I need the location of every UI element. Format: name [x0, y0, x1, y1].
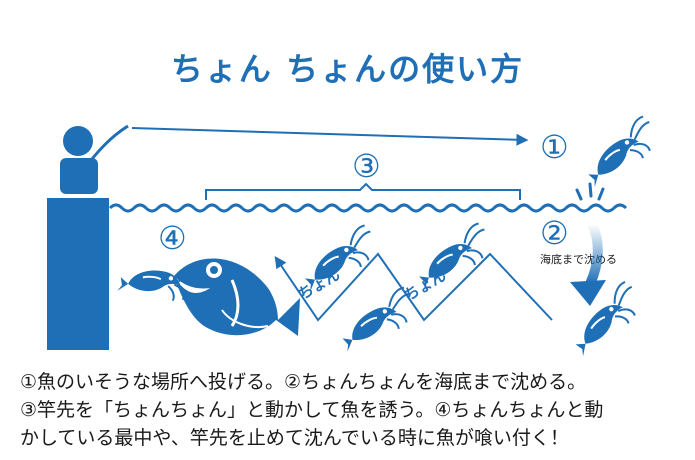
water-surface [108, 203, 628, 213]
angler-head [63, 126, 93, 156]
step-3-label: ③ [352, 147, 381, 185]
cast-arrow [131, 127, 529, 146]
description-line-1: ①魚のいそうな場所へ投げる。②ちょんちょんを海底まで沈める。 [20, 371, 587, 393]
angler-icon [47, 124, 129, 350]
angler-body [60, 158, 98, 194]
fishing-rod [80, 124, 129, 173]
splash-icon [575, 182, 605, 201]
step-2-label: ② [540, 214, 569, 252]
shrimp-lure-icon [562, 279, 650, 361]
description-line-3: かしている最中や、竿先を止めて沈んでいる時に魚が喰い付く！ [20, 427, 569, 449]
step-1-label: ① [540, 128, 569, 166]
step-4-label: ④ [158, 219, 187, 257]
sink-arrow-head [570, 280, 606, 306]
shrimp-lure-icon [576, 113, 666, 192]
fish-icon [174, 258, 300, 336]
description-line-2: ③竿先を「ちょんちょん」と動かして魚を誘う。④ちょんちょんと動 [20, 399, 604, 421]
step-3-bracket [205, 182, 521, 200]
sink-arrow-gradient [585, 221, 603, 287]
chon-zigzag-path [274, 252, 553, 322]
pier [47, 198, 109, 350]
page-title: ちょん ちょんの使い方 [170, 50, 525, 88]
sink-note: 海底まで沈める [540, 252, 617, 266]
